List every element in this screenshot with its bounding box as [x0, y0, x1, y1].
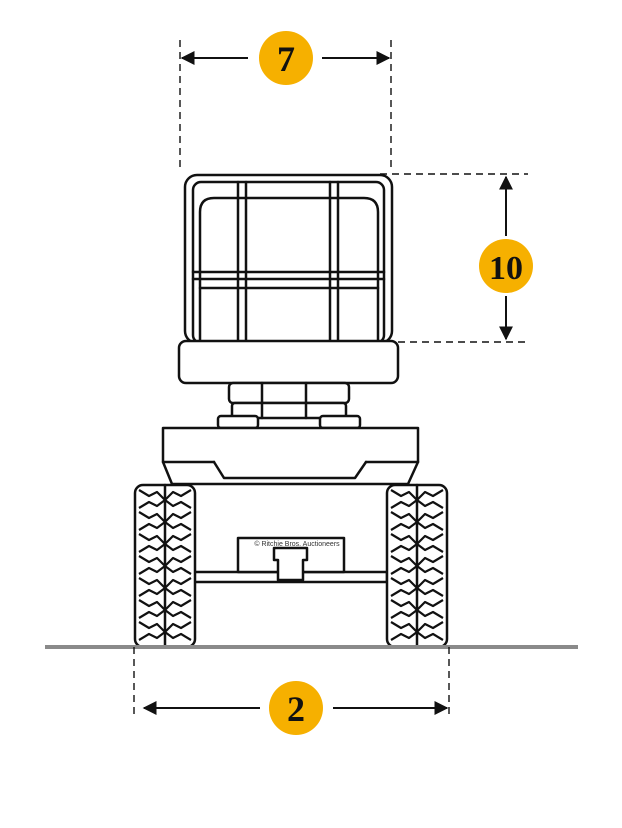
platform-width-dimension: 7 [179, 31, 392, 170]
track-width-dimension: 2 [133, 647, 450, 735]
badge-7 [259, 31, 313, 85]
badge-2 [269, 681, 323, 735]
platform-height-label: 10 [489, 250, 523, 287]
platform-width-label: 7 [277, 39, 295, 79]
platform-railing [183, 173, 394, 345]
watermark: © Ritchie Bros. Auctioneers [254, 540, 340, 548]
right-wheel [385, 483, 449, 649]
left-wheel [133, 483, 197, 649]
track-width-label: 2 [287, 689, 305, 729]
badge-10 [479, 239, 533, 293]
platform-deck [177, 339, 400, 385]
chassis [161, 426, 420, 486]
scissor-stack [216, 381, 362, 430]
platform-height-dimension: 10 [380, 173, 533, 343]
undercarriage: © Ritchie Bros. Auctioneers [192, 536, 389, 584]
